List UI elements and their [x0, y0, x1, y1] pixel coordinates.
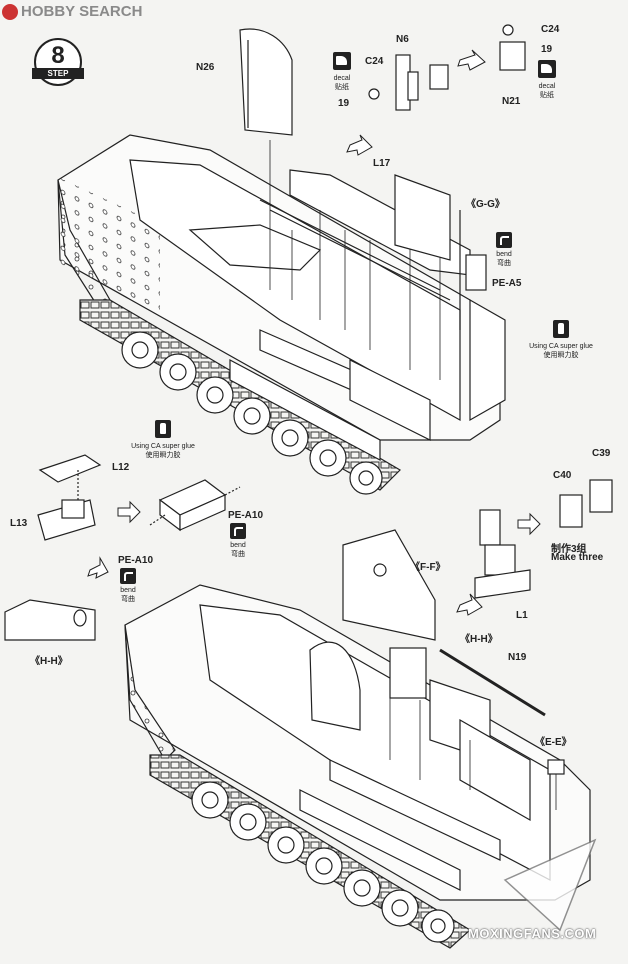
- watermark-logo-shape: [503, 838, 597, 932]
- part-n21: [499, 24, 526, 71]
- label-l17: L17: [373, 158, 391, 169]
- glue-right-cn: 使用瞬力胶: [543, 352, 579, 359]
- label-c40: C40: [553, 470, 572, 481]
- glue-right-en: Using CA super glue: [529, 343, 593, 350]
- part-n26: [239, 28, 293, 136]
- bend-text-gg: bend 弯曲: [488, 250, 520, 268]
- glue-icon-mid: [155, 420, 171, 438]
- hobby-search-watermark: HOBBY SEARCH: [2, 3, 143, 21]
- bend-text-a10-right: bend 弯曲: [222, 541, 254, 559]
- label-gg: 《G-G》: [466, 199, 505, 210]
- decal-text-left: decal 贴纸: [324, 74, 360, 92]
- part-l12-l13: [37, 454, 102, 541]
- bend-a10-left-cn: 弯曲: [121, 596, 135, 603]
- make-three-cn: 制作3组: [551, 544, 587, 555]
- bend-gg-cn: 弯曲: [497, 260, 511, 267]
- decal-right-en: decal: [538, 83, 556, 90]
- label-n21: N21: [502, 96, 521, 107]
- part-n6: [368, 54, 449, 111]
- arrows-top: [346, 49, 486, 156]
- glue-mid-en: Using CA super glue: [131, 443, 195, 450]
- label-n6: N6: [396, 34, 409, 45]
- label-19-right: 19: [541, 44, 553, 55]
- decal-right-cn: 贴纸: [540, 92, 554, 99]
- label-19-left: 19: [338, 98, 350, 109]
- label-pe-a10-right: PE-A10: [228, 510, 264, 521]
- watermark-top-text: HOBBY SEARCH: [21, 3, 143, 20]
- moxingfans-watermark: MOXINGFANS.COM: [468, 926, 597, 941]
- bend-icon-gg: [496, 232, 512, 248]
- step-badge: 8 STEP: [32, 38, 84, 86]
- hobby-search-logo-icon: [2, 4, 18, 21]
- label-hh-right: 《H-H》: [460, 634, 498, 645]
- decal-icon-left: [333, 52, 351, 70]
- bend-a10-right-cn: 弯曲: [231, 551, 245, 558]
- label-l1: L1: [516, 610, 528, 621]
- glue-text-right: Using CA super glue 使用瞬力胶: [518, 342, 604, 360]
- decal-text-right: decal 贴纸: [529, 82, 565, 100]
- bend-text-a10-left: bend 弯曲: [112, 586, 144, 604]
- bend-a10-left-en: bend: [120, 587, 136, 594]
- label-pe-a5: PE-A5: [492, 278, 522, 289]
- top-hull: [57, 134, 506, 495]
- part-pe-a10: [149, 479, 241, 532]
- step-number: 8: [51, 42, 65, 69]
- part-hh-left: [4, 599, 96, 641]
- decal-icon-right: [538, 60, 556, 78]
- bottom-hull: [124, 529, 591, 949]
- bend-gg-en: bend: [496, 251, 512, 258]
- bend-a10-right-en: bend: [230, 542, 246, 549]
- make-three-en: Make three: [551, 552, 604, 563]
- bend-icon-a10-left: [120, 568, 136, 584]
- arrows-mid: [87, 500, 141, 579]
- step-word: STEP: [32, 68, 84, 79]
- decal-left-cn: 贴纸: [335, 84, 349, 91]
- glue-mid-cn: 使用瞬力胶: [145, 452, 181, 459]
- label-c24-right: C24: [541, 24, 560, 35]
- label-ee: 《E-E》: [535, 737, 572, 748]
- part-l1: [474, 509, 531, 599]
- label-c24-left: C24: [365, 56, 384, 67]
- label-l13: L13: [10, 518, 28, 529]
- label-c39: C39: [592, 448, 611, 459]
- bend-icon-a10-right: [230, 523, 246, 539]
- label-n26: N26: [196, 62, 215, 73]
- label-pe-a10-left: PE-A10: [118, 555, 154, 566]
- glue-text-mid: Using CA super glue 使用瞬力胶: [120, 442, 206, 460]
- part-c39-c40: [559, 479, 613, 528]
- glue-icon-right: [553, 320, 569, 338]
- decal-left-en: decal: [333, 75, 351, 82]
- label-hh-left: 《H-H》: [30, 656, 68, 667]
- label-l12: L12: [112, 462, 130, 473]
- label-ff: 《F-F》: [410, 562, 446, 573]
- label-n19: N19: [508, 652, 527, 663]
